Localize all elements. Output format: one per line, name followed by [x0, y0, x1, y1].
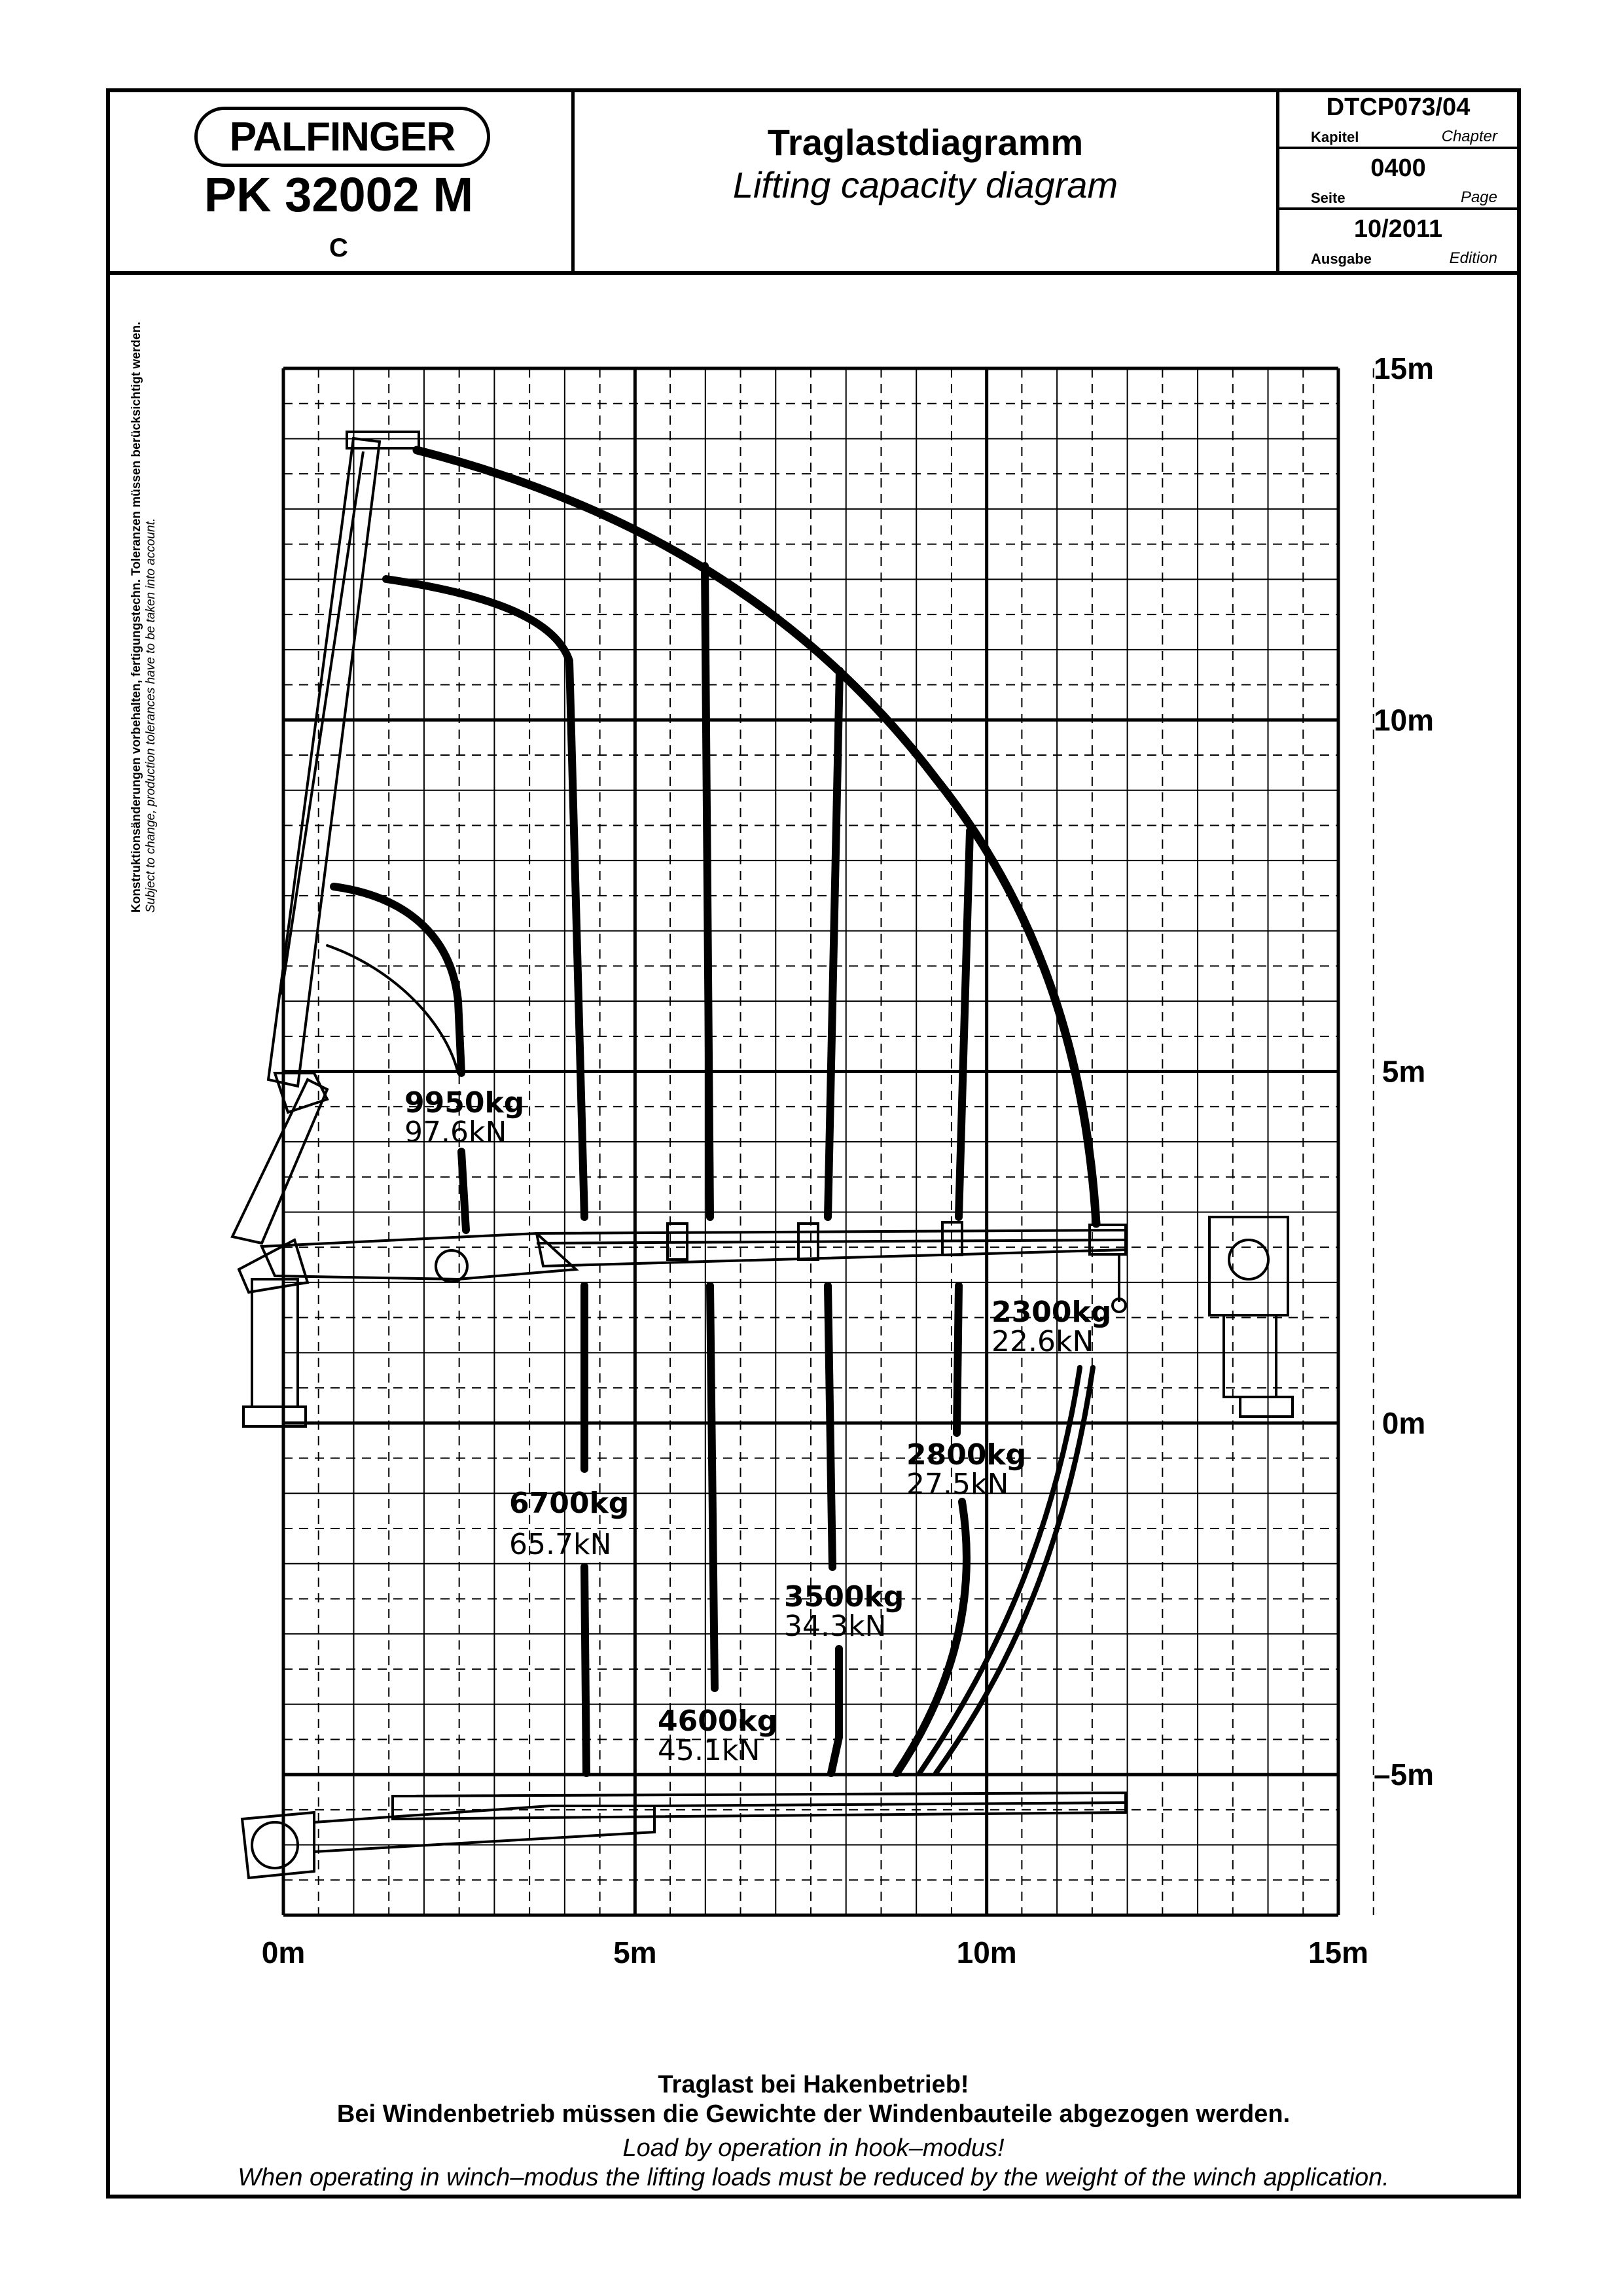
crane-section-clamp-1 — [666, 1222, 688, 1261]
curve-2300kg-a — [917, 1365, 1082, 1776]
crane-hook-head — [1088, 1224, 1127, 1256]
label-22.6kN: 22.6kN — [991, 1325, 1094, 1358]
front-view-drum — [1228, 1239, 1270, 1280]
y-tick-label: –5m — [1374, 1757, 1434, 1792]
footer-en-line2: When operating in winch–modus the liftin… — [238, 2164, 1389, 2191]
label-2800kg: 2800kg — [906, 1438, 1026, 1472]
chapter-label-de: Kapitel — [1311, 129, 1359, 145]
grid-major — [281, 366, 1340, 1917]
curve-2800kg-bottom — [893, 1498, 971, 1777]
load-curves — [326, 446, 1101, 1777]
curve-4600kg — [701, 562, 714, 1221]
y-tick-label: 5m — [1382, 1055, 1425, 1089]
page-value: 0400 — [1370, 154, 1426, 182]
axis-labels: 0m 5m 10m 15m 15m 10m 5m 0m –5m — [262, 351, 1434, 1969]
crane-telescopic-line — [536, 1239, 1126, 1245]
front-view-head — [1208, 1216, 1289, 1316]
transport-boom-line — [654, 1801, 1126, 1807]
title-english: Lifting capacity diagram — [732, 164, 1118, 205]
crane-boom-joint — [273, 1072, 329, 1114]
crane-transport-position — [240, 1791, 1127, 1880]
label-6700kg: 6700kg — [509, 1487, 629, 1520]
title-german: Traglastdiagramm — [767, 122, 1084, 163]
transport-telescopic-boom — [391, 1791, 1127, 1821]
label-9950kg: 9950kg — [404, 1086, 524, 1120]
crane-folded — [230, 431, 579, 1428]
chapter-label-en: Chapter — [1441, 128, 1497, 145]
brand-logo: PALFINGER — [194, 107, 490, 167]
curve-3500kg-lower — [824, 1282, 836, 1571]
y-tick-label: 0m — [1382, 1406, 1425, 1440]
crane-slewing-head — [237, 1238, 310, 1294]
label-2300kg: 2300kg — [991, 1296, 1111, 1329]
model-variant: C — [329, 234, 348, 262]
x-tick-label: 0m — [262, 1935, 305, 1969]
curve-2800kg-lower — [953, 1282, 963, 1437]
edition-label-de: Ausgabe — [1311, 251, 1372, 267]
crane-outer-boom — [266, 436, 382, 1088]
label-45.1kN: 45.1kN — [658, 1734, 760, 1767]
edition-label-en: Edition — [1449, 249, 1497, 267]
label-97.6kN: 97.6kN — [404, 1116, 507, 1149]
label-3500kg: 3500kg — [784, 1580, 904, 1614]
edition-value: 10/2011 — [1353, 215, 1443, 243]
curve-3500kg-bottom — [827, 1645, 843, 1777]
transport-main-boom — [313, 1805, 656, 1854]
x-tick-label: 10m — [957, 1935, 1017, 1969]
load-labels: 9950kg 97.6kN 6700kg 65.7kN 4600kg 45.1k… — [404, 1086, 1111, 1767]
curve-2800kg — [955, 827, 974, 1221]
crane-pivot-pin — [435, 1249, 469, 1283]
brand-name: PALFINGER — [229, 114, 456, 160]
crane-section-clamp-2 — [797, 1222, 819, 1261]
label-65.7kN: 65.7kN — [509, 1528, 611, 1561]
crane-column — [251, 1278, 299, 1408]
page-field: 0400 Seite Page — [1279, 149, 1517, 210]
page-label-de: Seite — [1311, 190, 1346, 206]
x-tick-label: 5m — [613, 1935, 656, 1969]
x-tick-label: 15m — [1308, 1935, 1368, 1969]
y-tick-label: 15m — [1374, 351, 1434, 385]
chapter-value: DTCP073/04 — [1326, 94, 1471, 121]
crane-arm-horizontal — [259, 1231, 579, 1281]
transport-slew-ring — [251, 1821, 299, 1869]
curve-6700kg — [382, 575, 588, 1221]
front-view-base — [1239, 1396, 1294, 1418]
model-name: PK 32002 M — [204, 168, 474, 222]
crane-front-view — [1208, 1216, 1294, 1418]
crane-main-boom — [230, 1078, 329, 1245]
envelope-curve — [412, 446, 1101, 1228]
crane-telescopic-boom — [535, 1228, 1127, 1268]
crane-extended — [535, 1221, 1127, 1313]
crane-extension-line — [280, 451, 365, 995]
footer-en-line1: Load by operation in hook–modus! — [622, 2134, 1005, 2162]
curve-4600kg-lower — [706, 1282, 719, 1692]
footer-de-line1: Traglast bei Hakenbetrieb! — [658, 2071, 969, 2098]
label-27.5kN: 27.5kN — [906, 1468, 1008, 1501]
footer-de-line2: Bei Windenbetrieb müssen die Gewichte de… — [336, 2100, 1291, 2128]
curve-9950kg — [330, 883, 465, 1077]
title-block: PALFINGER PK 32002 M C Traglastdiagramm … — [106, 88, 1521, 275]
page-frame — [106, 88, 1521, 2199]
curve-9950kg-lower — [457, 1148, 470, 1234]
curve-3500kg — [824, 667, 844, 1221]
label-4600kg: 4600kg — [658, 1704, 777, 1738]
crane-hook — [1111, 1298, 1127, 1313]
brand-cell: PALFINGER PK 32002 M C — [106, 88, 575, 271]
transport-base — [240, 1810, 315, 1880]
meta-cell: DTCP073/04 Kapitel Chapter 0400 Seite Pa… — [1279, 88, 1517, 271]
chapter-field: DTCP073/04 Kapitel Chapter — [1279, 88, 1517, 149]
curve-6700kg-bottom — [580, 1563, 590, 1777]
edition-field: 10/2011 Ausgabe Edition — [1279, 210, 1517, 271]
y-tick-label: 10m — [1374, 703, 1434, 737]
label-34.3kN: 34.3kN — [784, 1610, 886, 1643]
title-cell: Traglastdiagramm Lifting capacity diagra… — [575, 88, 1279, 271]
crane-section-clamp-3 — [941, 1221, 963, 1256]
page-label-en: Page — [1460, 188, 1497, 206]
curve-2300kg-b — [933, 1365, 1096, 1776]
crane-boom-tip — [346, 431, 420, 450]
curve-9950kg-thin — [326, 944, 459, 1074]
